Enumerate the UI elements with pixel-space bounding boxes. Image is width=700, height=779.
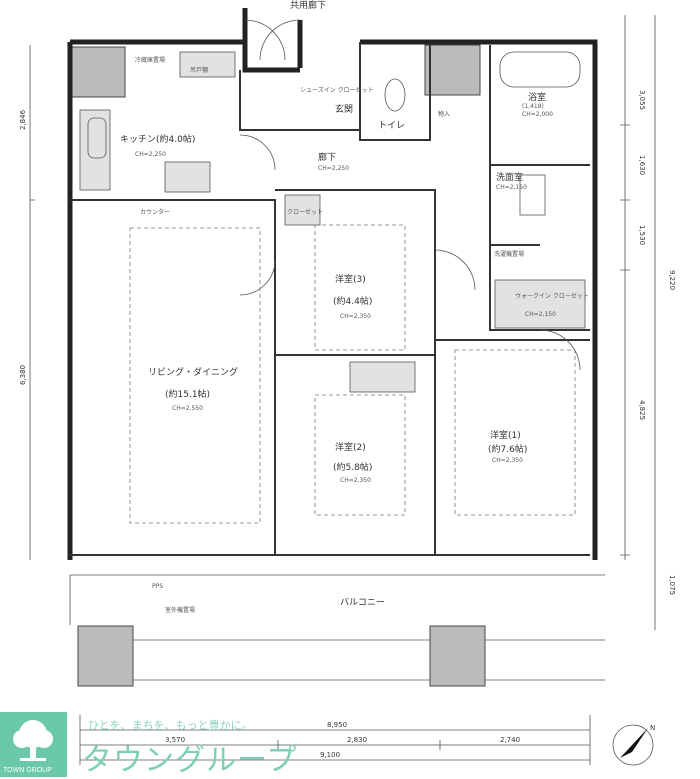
dim-bottom-0: 8,950 (327, 721, 347, 729)
kitchen-counter (79, 109, 111, 191)
label-room3-ch: CH=2,350 (340, 313, 371, 320)
label-ps: PPS (152, 583, 163, 590)
label-corridor: 共用廊下 (290, 0, 326, 11)
label-bath-ch: CH=2,000 (522, 111, 553, 118)
label-room1-size: (約7.6帖) (488, 443, 527, 455)
toilet-icon (384, 78, 406, 112)
washbasin-icon (519, 174, 546, 216)
ceiling-outline (129, 227, 261, 524)
sink-icon (87, 117, 107, 159)
label-room1: 洋室(1) (490, 429, 521, 441)
label-hall-ch: CH=2,250 (318, 165, 349, 172)
label-ac: 室外機置場 (165, 606, 195, 614)
dim-left-0: 2,846 (19, 109, 27, 130)
ceiling-outline (454, 349, 576, 516)
label-room3-size: (約4.4帖) (333, 295, 372, 307)
label-washroom-ch: CH=2,150 (496, 184, 527, 191)
walk-in-closet (494, 279, 586, 329)
balcony-outline (69, 574, 605, 681)
ceiling-outline (314, 224, 406, 351)
label-kitchen: キッチン(約4.0帖) (120, 133, 195, 145)
dim-right-4: 9,220 (668, 270, 676, 290)
ceiling-outline (314, 394, 406, 516)
label-storage: 物入 (438, 110, 450, 118)
dim-bottom-2: 2,830 (347, 736, 367, 744)
dim-bottom-4: 9,100 (320, 751, 340, 759)
label-fridge: 冷蔵庫置場 (135, 56, 165, 64)
label-closet: クローゼット (287, 208, 323, 216)
logo-sub: TOWN GROUP (3, 767, 52, 774)
dim-right-0: 3,055 (638, 90, 646, 110)
label-bath-size: (1,418) (522, 103, 544, 110)
dim-bottom-3: 2,740 (500, 736, 520, 744)
label-room2: 洋室(2) (335, 441, 366, 453)
dim-right-3: 4,825 (638, 400, 646, 420)
column (69, 46, 126, 98)
label-bath: 浴室 (528, 91, 546, 103)
column (424, 44, 481, 96)
logo-slogan: ひとを、まちを、もっと豊かに。 (88, 719, 253, 732)
label-wic-ch: CH=2,150 (525, 311, 556, 318)
label-washroom: 洗面室 (496, 171, 523, 183)
label-ld: リビング・ダイニング (148, 366, 238, 378)
dimension-lines (29, 15, 656, 765)
logo-brand: タウングループ (82, 743, 298, 778)
dim-right-2: 1,530 (638, 225, 646, 245)
door-swings (239, 19, 581, 371)
dim-left-1: 6,380 (19, 365, 27, 385)
label-toilet: トイレ (378, 121, 405, 131)
closet-room3 (284, 194, 321, 226)
label-ld-ch: CH=2,550 (172, 405, 203, 412)
logo: TOWN GROUP (0, 712, 67, 777)
upper-cabinet (179, 51, 236, 78)
label-upper-cabinet: 吊戸棚 (190, 66, 208, 74)
column (77, 625, 134, 687)
compass-icon (612, 724, 654, 766)
entrance-wall (242, 8, 303, 68)
label-entrance: 玄関 (335, 103, 353, 115)
label-room2-size: (約5.8帖) (333, 461, 372, 473)
dim-right-5: 1,075 (668, 575, 676, 595)
label-wic: ウォークイン クローゼット (515, 292, 589, 300)
interior-walls (70, 42, 590, 556)
stove-icon (164, 161, 211, 193)
bathtub-icon (499, 51, 581, 88)
compass-label: N (650, 724, 655, 732)
label-shoes: シューズイン クローゼット (300, 86, 374, 94)
tree-icon (13, 720, 53, 761)
label-counter: カウンター (140, 208, 170, 216)
dim-bottom-1: 3,570 (165, 736, 185, 744)
label-laundry: 洗濯機置場 (494, 250, 524, 258)
dim-right-1: 1,630 (638, 155, 646, 175)
label-ld-size: (約15.1帖) (165, 388, 210, 400)
label-hall: 廊下 (318, 151, 336, 163)
column (429, 625, 486, 687)
label-room1-ch: CH=2,350 (492, 457, 523, 464)
label-room2-ch: CH=2,350 (340, 477, 371, 484)
closet-room2 (349, 361, 416, 393)
label-room3: 洋室(3) (335, 273, 366, 285)
label-kitchen-ch: CH=2,250 (135, 151, 166, 158)
compass-needle-icon (620, 728, 648, 758)
label-balcony: バルコニー (340, 597, 385, 608)
